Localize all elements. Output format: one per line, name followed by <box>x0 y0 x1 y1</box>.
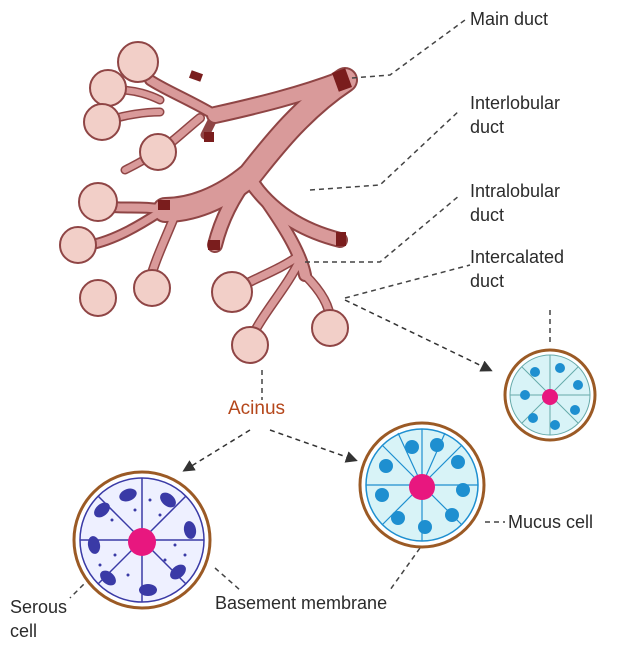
intercalated-acinus-section <box>505 350 595 440</box>
label-mucus-cell: Mucus cell <box>508 511 593 533</box>
label-serous-cell-line2: cell <box>10 620 37 642</box>
mucus-acinus-section <box>360 423 484 547</box>
label-acinus: Acinus <box>228 398 285 420</box>
label-serous-cell-line1: Serous <box>10 596 67 618</box>
label-intralobular-duct-line1: Intralobular <box>470 180 560 202</box>
label-intercalated-duct-line1: Intercalated <box>470 246 564 268</box>
serous-acinus-section <box>74 472 210 608</box>
label-interlobular-duct-line1: Interlobular <box>470 92 560 114</box>
label-main-duct: Main duct <box>470 8 548 30</box>
label-intercalated-duct-line2: duct <box>470 270 504 292</box>
label-intralobular-duct-line2: duct <box>470 204 504 226</box>
label-basement-membrane: Basement membrane <box>215 592 387 614</box>
label-interlobular-duct-line2: duct <box>470 116 504 138</box>
duct-tree <box>60 42 352 363</box>
